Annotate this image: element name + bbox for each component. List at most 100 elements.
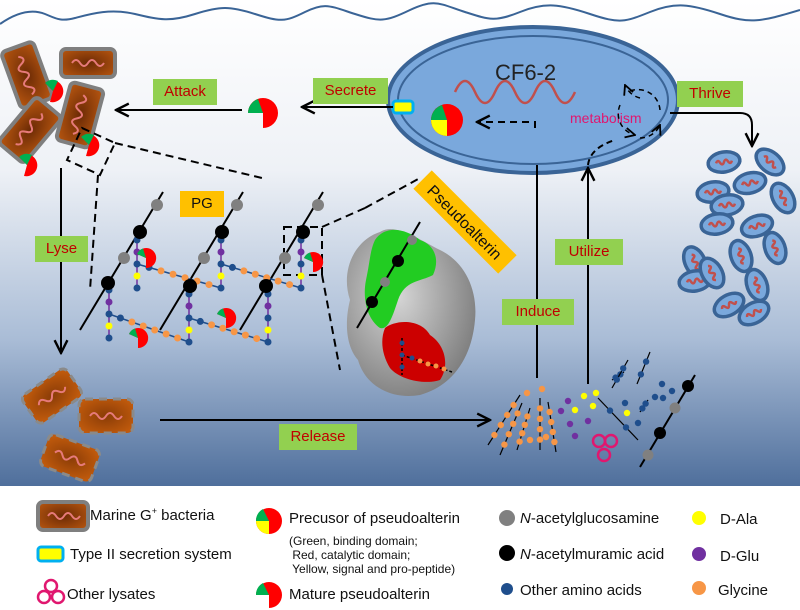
glycine	[139, 322, 147, 330]
thriving-cell	[728, 238, 754, 274]
water-surface-wave	[0, 2, 800, 25]
legend-precursor-note-2: Red, catalytic domain;	[289, 548, 411, 562]
legend-nam-label: N-acetylmuramic acid	[520, 546, 665, 563]
amino-acid	[105, 322, 113, 330]
glycine	[128, 318, 136, 326]
nam-sugar	[682, 380, 694, 392]
glycine-legend-icon	[692, 581, 706, 595]
nag-sugar	[669, 402, 681, 414]
d-ala	[623, 409, 631, 417]
amino-acid	[642, 400, 649, 407]
amino-acid	[264, 314, 272, 322]
other-amino-legend-icon	[501, 583, 513, 595]
glycine	[169, 270, 177, 278]
nag-sugar	[642, 449, 654, 461]
d-ala	[571, 406, 579, 414]
glycine	[208, 321, 216, 329]
nag-sugar	[312, 199, 324, 211]
thriving-cells-cluster	[677, 147, 797, 327]
amino-acid	[185, 302, 193, 310]
d-ala	[592, 389, 600, 397]
thriving-cell	[762, 230, 788, 266]
cell-dna	[753, 276, 761, 294]
nam-sugar	[215, 225, 229, 239]
legend-dala-label: D-Ala	[720, 511, 758, 528]
cell-dna	[685, 277, 705, 285]
lysate-ring	[596, 447, 612, 463]
legend: Marine G+ bacteria Type II secretion sys…	[0, 486, 800, 608]
amino-acid	[606, 407, 614, 414]
glycine	[526, 436, 534, 444]
secretion-system-legend-icon	[36, 545, 65, 563]
thrive-arrow	[670, 112, 752, 146]
glycine	[497, 421, 504, 429]
legend-marine-bacteria-label: Marine G+ bacteria	[90, 506, 215, 524]
legend-dglu-label: D-Glu	[720, 548, 760, 565]
metabolism-label: metabolism	[570, 110, 642, 126]
legend-other-lysates-label: Other lysates	[67, 586, 156, 603]
legend-precursor-label: Precusor of pseudoalterin	[289, 510, 460, 527]
cell-dna	[703, 188, 723, 196]
glycine	[181, 274, 189, 282]
amino-acid	[659, 394, 667, 402]
nam-sugar	[183, 279, 197, 293]
green-domain	[217, 308, 226, 318]
green-domain	[304, 252, 313, 262]
amino-acid	[297, 272, 305, 280]
glycine	[240, 267, 248, 275]
attack-label: Attack	[153, 79, 217, 105]
glycine	[228, 263, 236, 271]
amino-acid	[642, 358, 650, 365]
cell-dna	[720, 300, 738, 310]
cell-dna	[741, 179, 759, 187]
thriving-cell	[754, 147, 786, 177]
mature-pseudoalterin-icon	[217, 308, 237, 329]
pseudoalterin-structure	[346, 221, 476, 396]
d-glu	[584, 417, 592, 425]
peptide-fragment	[597, 397, 639, 441]
nag-legend-icon	[499, 510, 515, 526]
peptide-fragment	[611, 359, 629, 389]
cell-dna	[707, 220, 727, 228]
utilize-dashed-path	[587, 139, 616, 166]
amino-acid	[622, 424, 630, 431]
nam-sugar	[133, 225, 147, 239]
glycine	[548, 418, 555, 426]
amino-acid	[639, 405, 646, 412]
glycine	[286, 281, 294, 289]
glycine	[116, 314, 124, 322]
marine-bacteria-icon	[36, 500, 90, 532]
lysate-ring	[603, 433, 619, 449]
green-domain	[137, 248, 146, 258]
cell-dna	[745, 308, 763, 318]
pg-label: PG	[180, 191, 224, 217]
legend-nag-label: N-acetylglucosamine	[520, 510, 660, 527]
glycine	[536, 415, 544, 422]
legend-precursor-note-1: (Green, binding domain;	[289, 534, 418, 548]
d-glu	[566, 420, 574, 428]
amino-acid	[658, 380, 666, 388]
legend-other-amino-label: Other amino acids	[520, 582, 642, 599]
amino-acid	[217, 272, 225, 280]
lyse-label: Lyse	[35, 236, 88, 262]
amino-acid	[637, 371, 645, 378]
thriving-cell	[737, 299, 771, 327]
other-lysates-icon	[36, 578, 66, 605]
glycine	[519, 430, 526, 437]
glycine	[251, 270, 259, 278]
glycine	[174, 334, 182, 342]
cell-dna	[691, 253, 699, 271]
glycine	[516, 438, 523, 445]
glycine	[514, 410, 521, 417]
cell-dna	[763, 155, 777, 169]
d-ala	[580, 392, 588, 400]
cell-dna	[737, 247, 745, 265]
glycine	[510, 420, 517, 427]
amino-acid	[133, 272, 141, 280]
mature-pseudoalterin-icon	[137, 248, 157, 269]
glycine	[151, 326, 159, 334]
amino-acid	[133, 284, 141, 292]
precursor-legend-icon	[255, 508, 282, 534]
glycine	[524, 413, 531, 420]
dna-wave	[453, 79, 577, 105]
